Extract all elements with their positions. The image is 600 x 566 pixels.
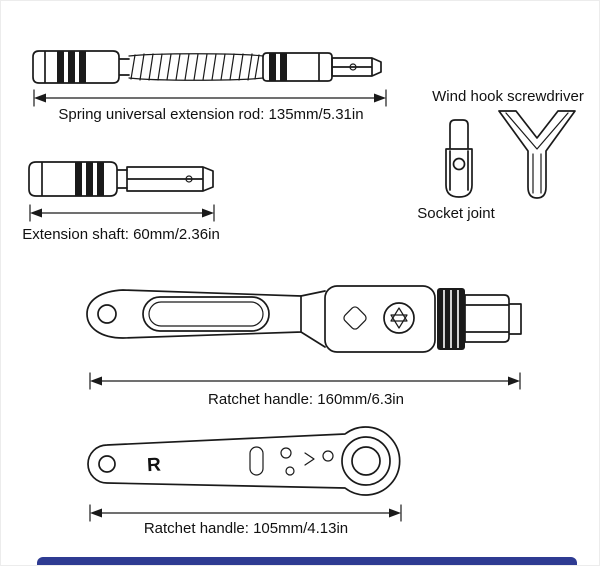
extension-shaft-knurl-bands: [75, 162, 104, 196]
ratchet-grip-window-outer: [142, 296, 270, 332]
ratchet-handle-small-dimension-label: Ratchet handle: 105mm/4.13in: [143, 520, 349, 537]
dimension-line: [89, 372, 521, 390]
ratchet-selector-square: [343, 306, 367, 330]
wrench-marking-r: R: [147, 455, 162, 477]
wrench-small-hole-1: [280, 447, 292, 459]
spring-rod-collar: [262, 52, 333, 82]
spring-rod-ball-detent: [349, 63, 357, 71]
wind-hook-outline: [498, 110, 576, 199]
wind-hook-inner-lines: [505, 112, 569, 194]
ratchet-wrench-drawing: R: [87, 426, 401, 496]
wrench-hang-hole: [98, 455, 116, 473]
spring-rod-dimension: [33, 89, 387, 107]
wind-hook-screwdriver-drawing: [498, 110, 576, 199]
socket-joint-hole: [452, 157, 466, 171]
spring-rod-hex-shank: [331, 57, 382, 77]
spring-rod-drawing: [32, 50, 382, 84]
extension-shaft-hex: [126, 166, 214, 192]
spring-rod-dimension-label: Spring universal extension rod: 135mm/5.…: [58, 106, 364, 123]
extension-shaft-dimension: [29, 204, 215, 222]
ratchet-chuck: [464, 294, 522, 343]
wind-hook-label: Wind hook screwdriver: [432, 88, 584, 105]
socket-joint-drawing: [445, 119, 473, 198]
extension-shaft-socket: [28, 161, 128, 197]
ratchet-screwdriver-dimension: [89, 372, 521, 390]
spring-rod-collar-bands: [269, 53, 287, 81]
ratchet-star-icon: [390, 307, 408, 329]
ratchet-star-ring: [383, 302, 415, 334]
footer-accent-bar: [37, 557, 577, 565]
socket-joint-body: [445, 119, 473, 198]
ratchet-screwdriver-drawing: [86, 285, 522, 353]
wrench-arrow-mark: [304, 452, 315, 466]
ratchet-neck: [300, 290, 326, 348]
wrench-small-hole-3: [322, 450, 334, 462]
dimension-line: [89, 504, 402, 522]
ratchet-head-body: [324, 285, 436, 353]
extension-shaft-drawing: [28, 161, 214, 197]
ratchet-wrench-dimension: [89, 504, 402, 522]
wrench-outline: [87, 426, 401, 496]
wrench-slot: [249, 446, 264, 476]
ratchet-handle-outline: [86, 289, 302, 339]
wrench-small-hole-2: [285, 466, 295, 476]
ratchet-handle-large-dimension-label: Ratchet handle: 160mm/6.3in: [208, 391, 404, 408]
dimension-line: [29, 204, 215, 222]
wrench-head-socket: [351, 446, 381, 476]
spring-rod-socket: [32, 50, 130, 84]
extension-shaft-ball-detent: [185, 175, 193, 183]
wrench-head-ring: [341, 436, 391, 486]
dimension-line: [33, 89, 387, 107]
ratchet-grip-window-inner: [148, 301, 264, 327]
extension-shaft-dimension-label: Extension shaft: 60mm/2.36in: [22, 226, 220, 243]
spring-rod-knurl-bands: [57, 51, 86, 83]
spring-coil-loops: [130, 53, 260, 81]
socket-joint-label: Socket joint: [417, 205, 495, 222]
ratchet-hang-hole: [97, 304, 117, 324]
ratchet-knurl-stripes: [443, 290, 459, 348]
